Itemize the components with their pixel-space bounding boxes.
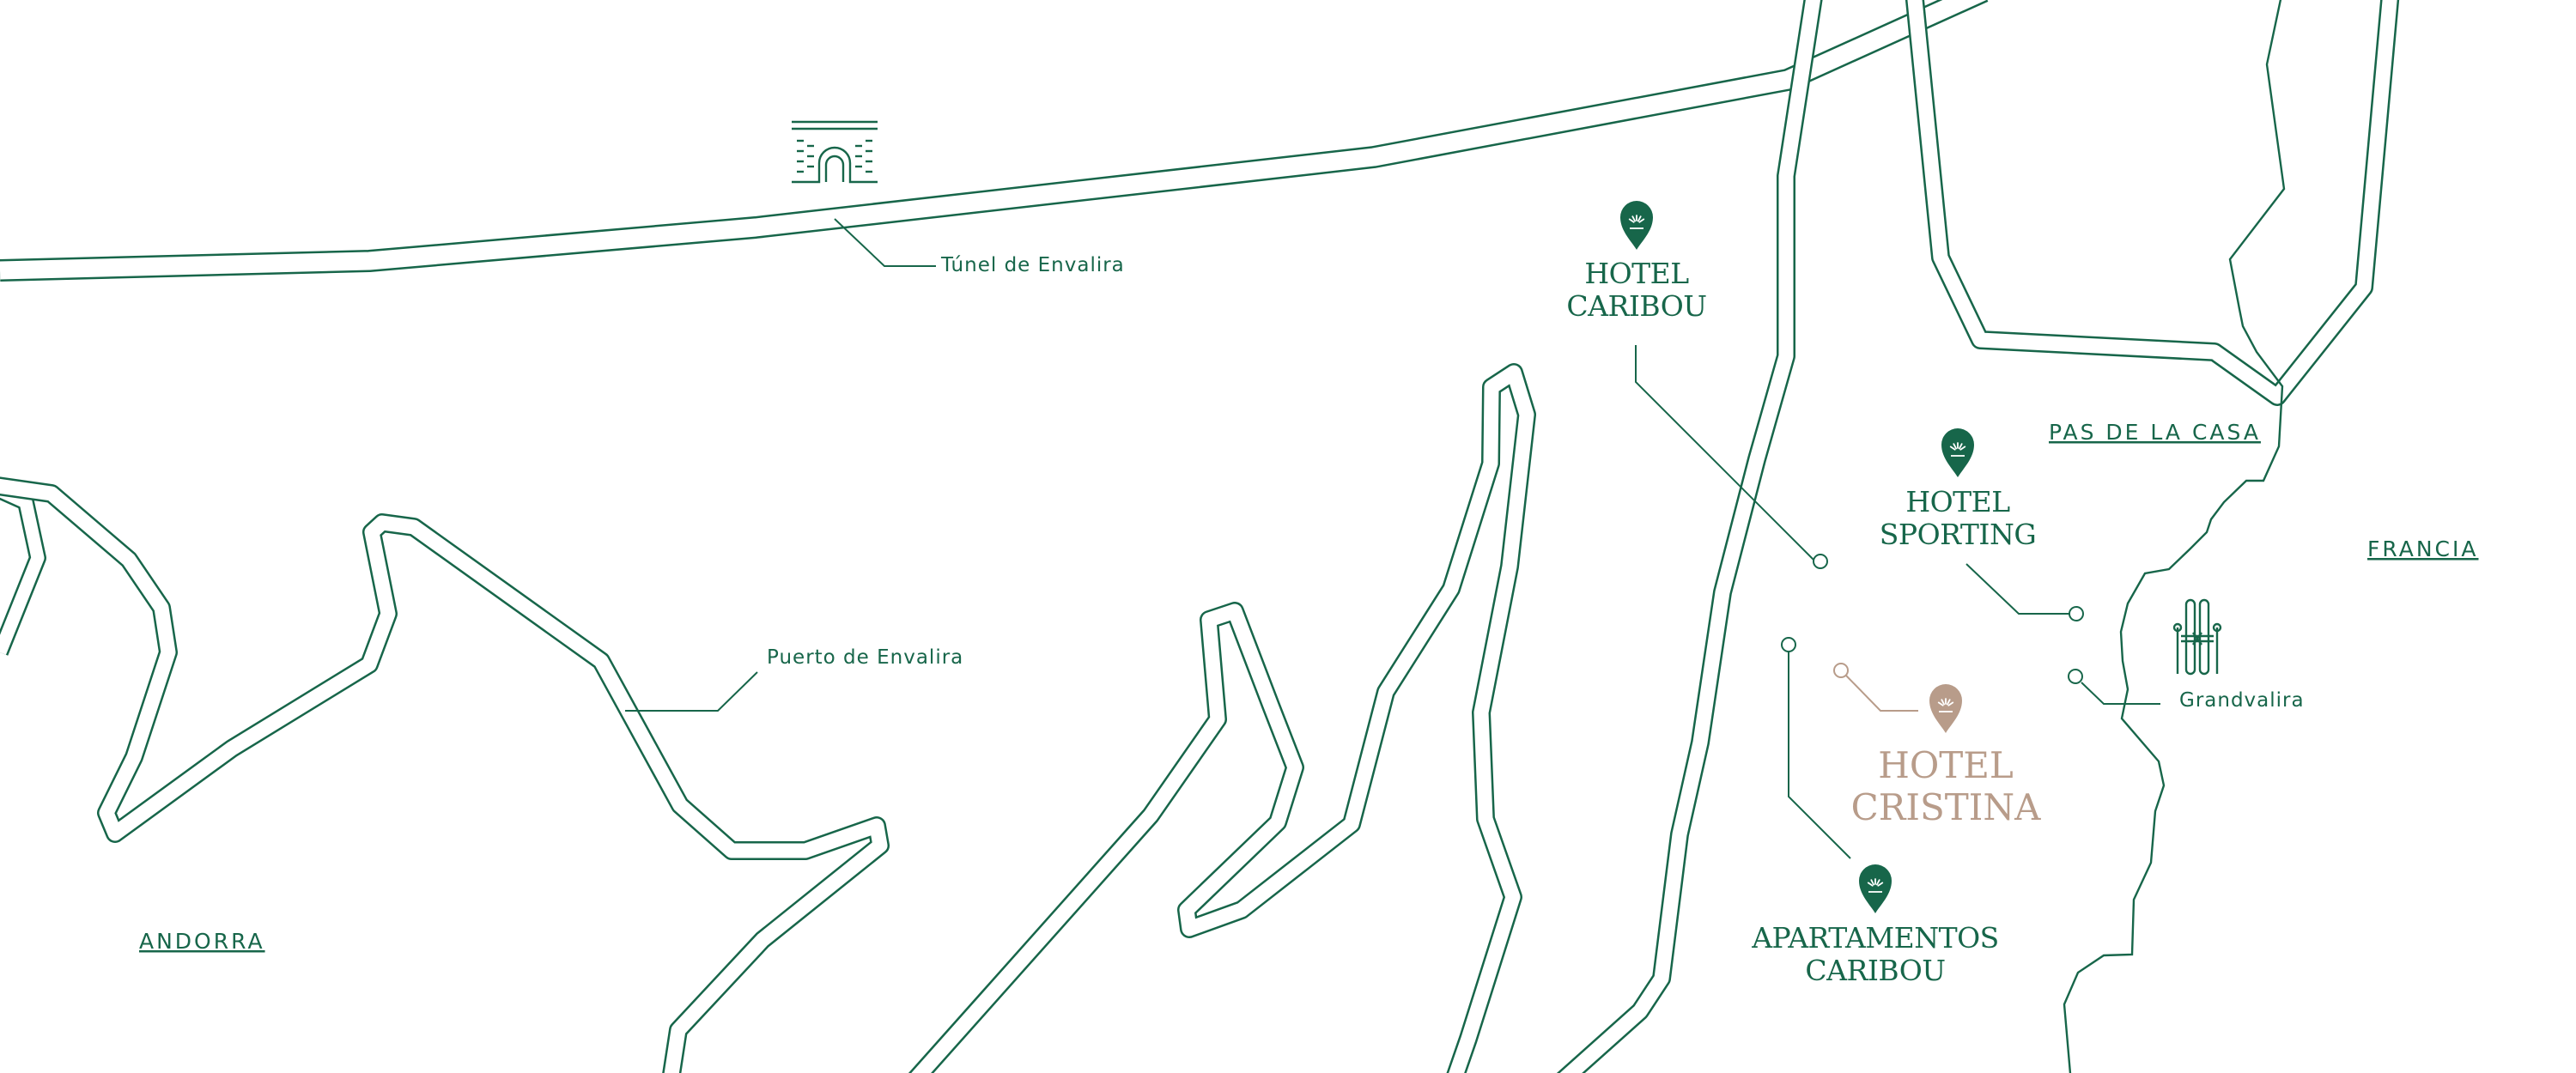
frontier-line xyxy=(2063,0,2286,1073)
pin-ray xyxy=(1875,879,1880,886)
pin-ray xyxy=(1628,218,1635,223)
leader-hotel-cristina xyxy=(1845,675,1918,712)
label-tunel-de-envalira: Túnel de Envalira xyxy=(940,254,1125,276)
pin-ray xyxy=(1631,215,1637,222)
pin-ray xyxy=(1958,443,1963,450)
leader-puerto xyxy=(625,671,758,712)
road-network xyxy=(0,0,2400,1073)
leader-hotel-sporting xyxy=(1965,563,2069,615)
region-francia[interactable]: FRANCIA xyxy=(2367,536,2478,561)
road-vertical-main-inner xyxy=(1559,0,1821,1073)
apartamentos-caribou-line1[interactable]: APARTAMENTOS xyxy=(1751,921,1999,955)
hotel-sporting-line2[interactable]: SPORTING xyxy=(1880,518,2037,551)
hotel-sporting-line1[interactable]: HOTEL xyxy=(1905,485,2010,518)
pin-ray xyxy=(1638,218,1645,223)
map-pin-icon xyxy=(1859,864,1892,913)
road-vertical-main xyxy=(1556,0,1823,1073)
pin-ray xyxy=(1947,701,1954,706)
pin-ray xyxy=(1949,446,1956,451)
leader-hotel-caribou xyxy=(1635,345,1814,561)
map-pin-icon xyxy=(1929,684,1962,733)
tunnel-icon xyxy=(792,120,878,184)
hotel-sporting-pin[interactable] xyxy=(1941,428,1974,477)
ski-icon xyxy=(2172,598,2222,676)
hotel-pins xyxy=(1620,201,1974,913)
apartamentos-caribou-pin[interactable] xyxy=(1859,864,1892,913)
region-andorra[interactable]: ANDORRA xyxy=(139,929,265,954)
pin-ray xyxy=(1877,882,1884,887)
road-pas-de-la-casa-inner xyxy=(1907,0,2397,404)
map-pin-icon xyxy=(1620,201,1653,250)
label-puerto-de-envalira: Puerto de Envalira xyxy=(767,646,963,669)
leader-dot-apartamentos xyxy=(1781,637,1796,652)
pin-ray xyxy=(1953,443,1958,450)
hotel-cristina-line2[interactable]: CRISTINA xyxy=(1851,786,2041,828)
pin-ray xyxy=(1637,215,1642,222)
leader-dot-caribou xyxy=(1813,554,1828,569)
leader-tunel xyxy=(834,218,936,267)
pin-ray xyxy=(1941,699,1946,706)
leader-dot-cristina xyxy=(1833,663,1849,678)
leader-dot-sporting xyxy=(2069,606,2084,621)
apartamentos-caribou-line2[interactable]: CARIBOU xyxy=(1805,954,1946,987)
hotel-caribou-line2[interactable]: CARIBOU xyxy=(1566,289,1707,323)
region-pas-de-la-casa[interactable]: PAS DE LA CASA xyxy=(2049,420,2261,445)
leader-apartamentos xyxy=(1788,651,1851,859)
pin-ray xyxy=(1946,699,1951,706)
label-grandvalira: Grandvalira xyxy=(2179,689,2305,712)
hotel-cristina-line1[interactable]: HOTEL xyxy=(1878,744,2014,786)
leader-dot-grandvalira xyxy=(2068,669,2083,684)
hotel-cristina-pin[interactable] xyxy=(1929,684,1962,733)
hotel-caribou-line1[interactable]: HOTEL xyxy=(1584,257,1689,290)
road-tunnel-highway-inner xyxy=(0,0,1987,280)
road-puerto-serpentine-inner xyxy=(0,478,888,1073)
hotel-caribou-pin[interactable] xyxy=(1620,201,1653,250)
pin-ray xyxy=(1937,701,1944,706)
pin-ray xyxy=(1867,882,1874,887)
pin-ray xyxy=(1870,879,1875,886)
map-pin-icon xyxy=(1941,428,1974,477)
road-valley-serpentine-inner xyxy=(911,365,1534,1073)
pin-ray xyxy=(1959,446,1966,451)
leader-lines xyxy=(625,218,2160,859)
road-tunnel-highway xyxy=(0,0,1989,282)
leader-grandvalira xyxy=(2081,682,2160,705)
